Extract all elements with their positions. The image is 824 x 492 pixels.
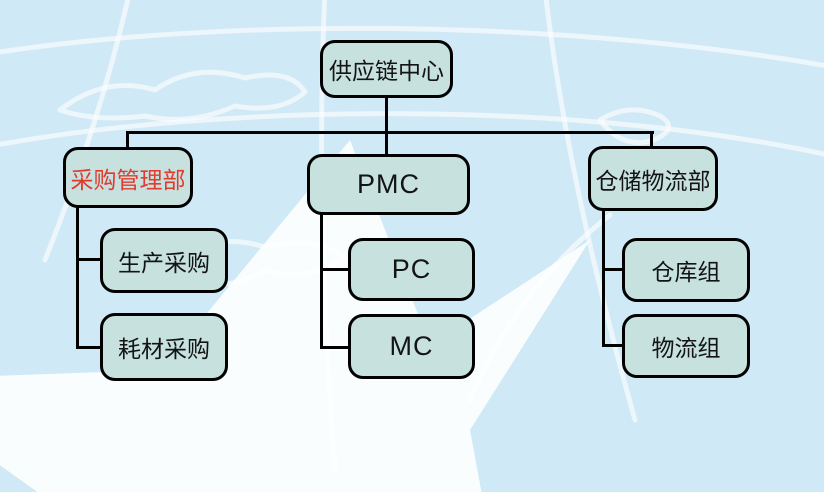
connector-drop-procurement xyxy=(126,131,129,149)
node-procurement-management-dept: 采购管理部 xyxy=(63,147,193,208)
connector-main-horizontal xyxy=(126,131,654,134)
connector-stub-warehouse-group xyxy=(602,268,624,271)
connector-warehouse-vertical xyxy=(602,209,605,347)
connector-drop-warehouse xyxy=(650,131,653,148)
star-shape xyxy=(0,140,590,492)
connector-root-stem xyxy=(385,98,388,154)
connector-stub-mc xyxy=(320,346,350,349)
node-production-procurement: 生产采购 xyxy=(100,228,228,293)
node-pmc: PMC xyxy=(307,154,470,215)
node-consumables-procurement: 耗材采购 xyxy=(100,313,228,381)
node-mc: MC xyxy=(348,314,475,379)
connector-stub-pc xyxy=(320,268,350,271)
connector-stub-production-procurement xyxy=(76,258,102,261)
connector-stub-logistics-group xyxy=(602,344,624,347)
connector-pmc-vertical xyxy=(320,213,323,349)
connector-procurement-vertical xyxy=(76,206,79,349)
node-pc: PC xyxy=(348,238,475,301)
node-warehouse-group: 仓库组 xyxy=(622,238,750,302)
node-logistics-group: 物流组 xyxy=(622,314,750,378)
node-warehouse-logistics-dept: 仓储物流部 xyxy=(588,146,718,211)
connector-stub-consumables-procurement xyxy=(76,346,102,349)
node-supply-chain-center: 供应链中心 xyxy=(320,40,453,98)
